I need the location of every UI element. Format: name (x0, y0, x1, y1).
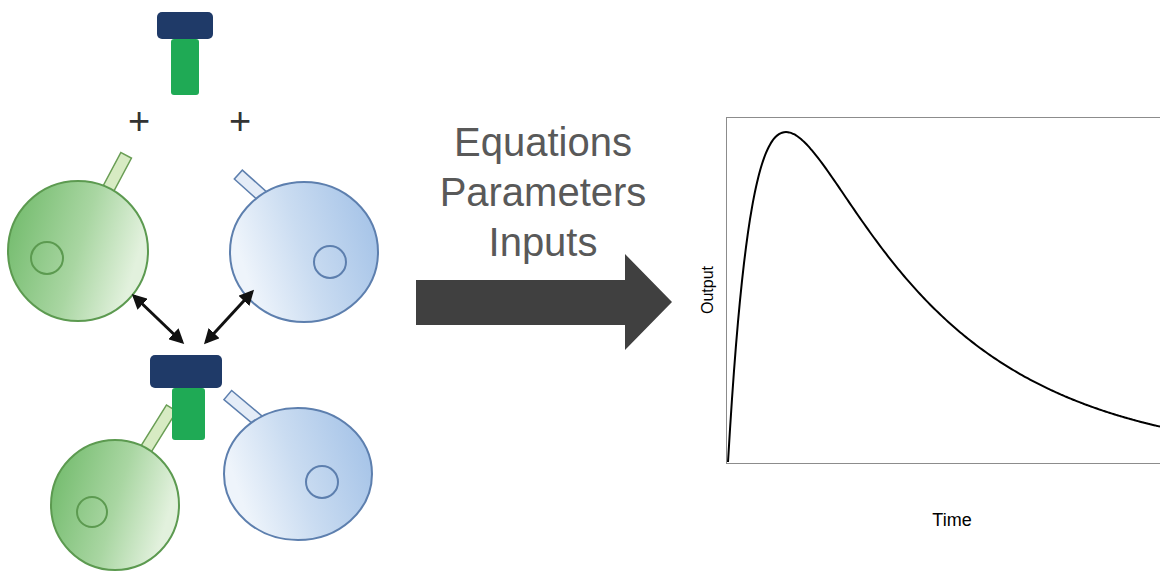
axis-label: Output (700, 266, 716, 314)
process-step: Equations (454, 122, 632, 162)
binding-arrow (206, 292, 252, 342)
process-step: Parameters (440, 172, 647, 212)
bound-molecule (150, 355, 222, 440)
cell-body (51, 440, 179, 570)
blue-cell (224, 390, 372, 540)
stem-domain (172, 388, 205, 440)
plot-frame (727, 118, 1160, 464)
process-step: Inputs (489, 222, 598, 262)
nucleus (31, 242, 63, 274)
green-cell (8, 152, 148, 321)
binding-domain (157, 12, 213, 39)
green-cell (51, 405, 179, 570)
nucleus (77, 497, 107, 527)
cell-body (230, 182, 378, 322)
binding-arrow (134, 296, 182, 342)
stem-domain (171, 39, 199, 95)
response-curve (728, 132, 1160, 462)
blue-cell (230, 170, 378, 322)
plus-sign: + (229, 102, 251, 140)
nucleus (314, 246, 346, 278)
nucleus (306, 466, 338, 498)
cell-body (8, 181, 148, 321)
bispecific-molecule (157, 12, 213, 95)
binding-domain (150, 355, 222, 388)
process-arrow (416, 254, 672, 350)
receptor (140, 405, 177, 454)
cell-body (224, 408, 372, 540)
plus-sign: + (128, 102, 150, 140)
axis-label: Time (932, 511, 971, 529)
